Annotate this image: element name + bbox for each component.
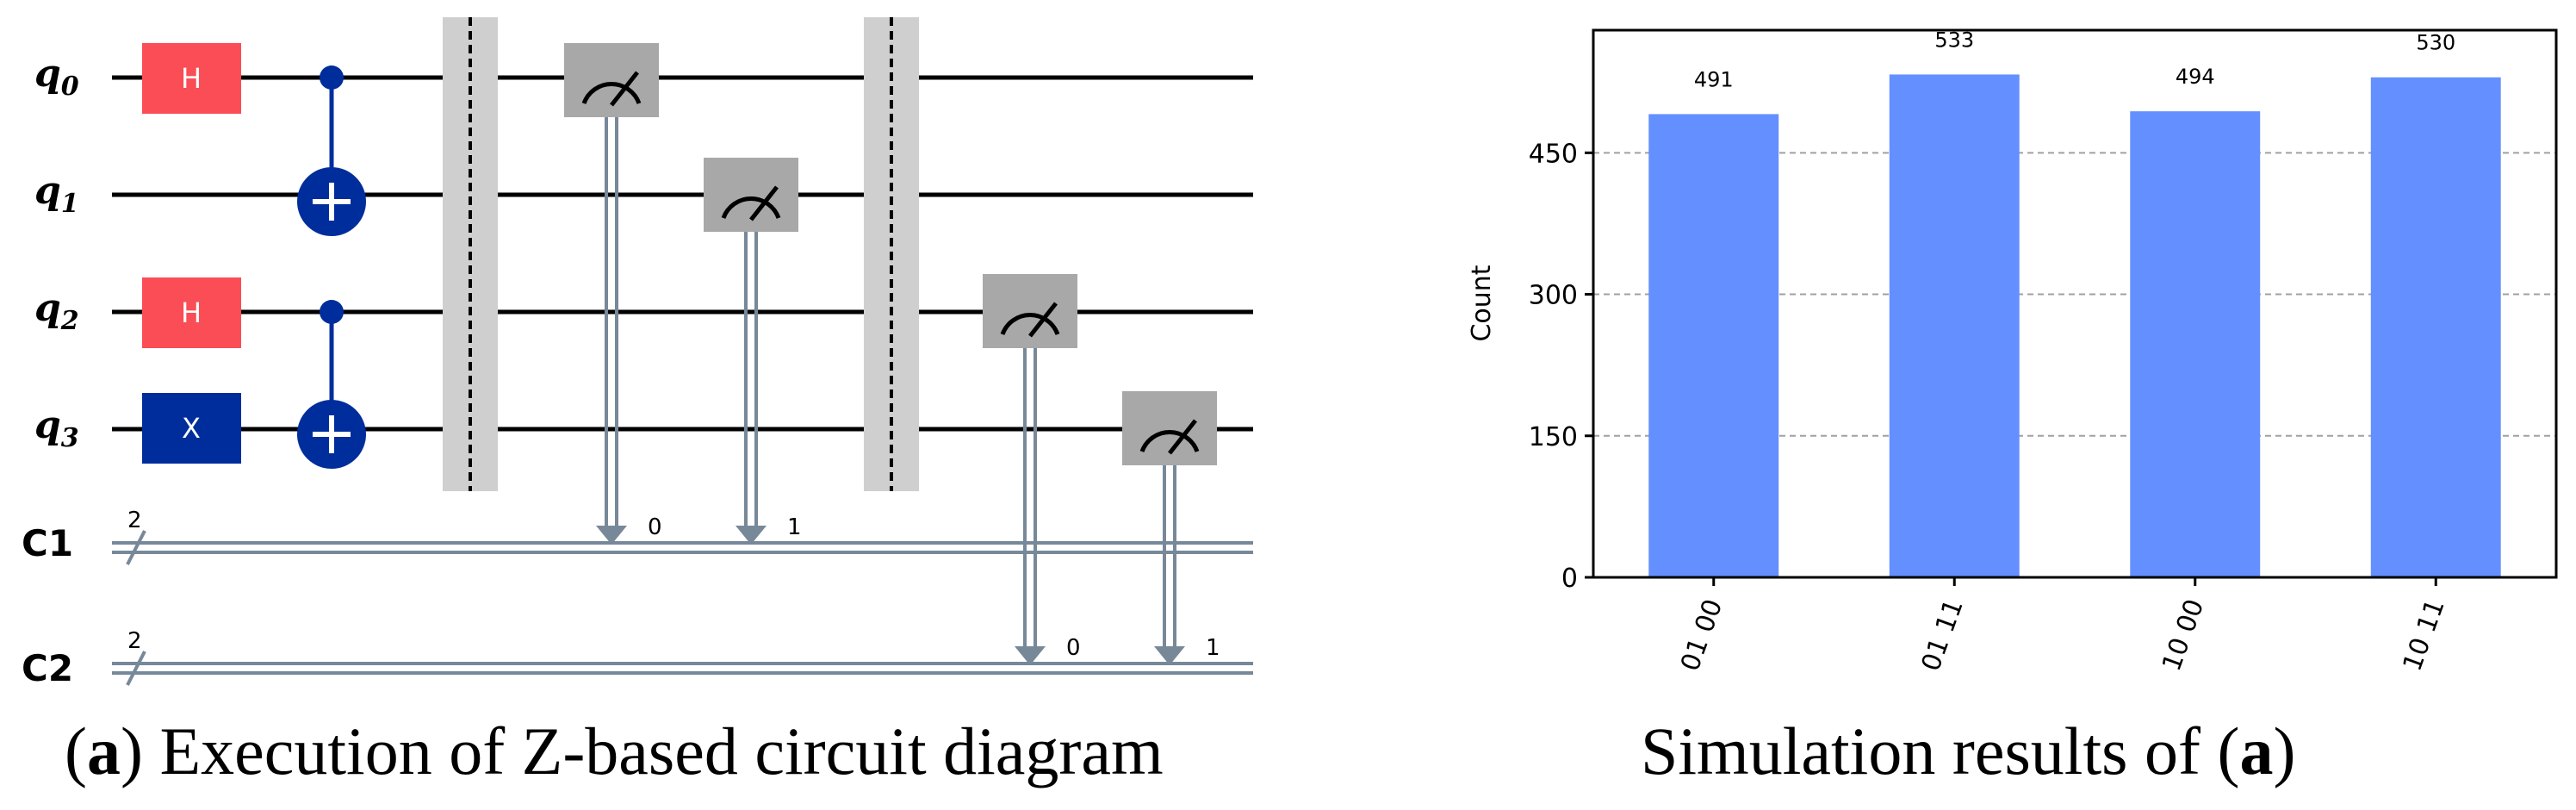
- caption-b: Simulation results of (a): [1641, 713, 2295, 788]
- qubit-label-q2: q2: [34, 286, 79, 336]
- x-tick-label: 01 11: [1916, 595, 1970, 676]
- x-tick-label: 10 11: [2398, 595, 2451, 676]
- control-dot: [320, 65, 344, 90]
- svg-text:X: X: [182, 412, 201, 445]
- qubit-label-q1: q1: [34, 169, 79, 219]
- bar: [2370, 77, 2501, 577]
- meter-icon: [581, 81, 642, 104]
- classical-wire-c2: 2: [112, 628, 1253, 686]
- measure-q1: 1: [704, 158, 802, 545]
- creg-size-c1: 2: [127, 508, 142, 533]
- bar: [2130, 111, 2261, 578]
- x-tick-label: 10 00: [2157, 595, 2210, 676]
- measure-q2: 0: [983, 274, 1081, 665]
- barrier-1: [443, 17, 498, 491]
- bars: 491 533 494 530: [1648, 28, 2501, 578]
- svg-text:H: H: [181, 62, 202, 95]
- histogram-chart: 491 533 494 530 0 150 300 450 01 00 01 11 10 00 10…: [1467, 28, 2558, 676]
- circuit-diagram: q0 q1 q2 q3 C1 C2 2 2 H: [22, 17, 1253, 689]
- barrier-2: [864, 17, 919, 491]
- measure-bit-q2: 0: [1066, 635, 1081, 661]
- creg-label-c2: C2: [22, 647, 73, 689]
- bar-value-label: 494: [2176, 65, 2215, 89]
- bar-value-label: 533: [1934, 28, 1974, 52]
- h-gate-q0: H: [142, 43, 241, 114]
- bar: [1889, 74, 2020, 577]
- qubit-label-q0: q0: [34, 52, 79, 102]
- y-tick-label: 150: [1529, 422, 1578, 452]
- control-dot: [320, 300, 344, 324]
- bus-slash-c1: [126, 530, 146, 565]
- meter-icon: [1139, 429, 1200, 452]
- creg-label-c1: C1: [22, 522, 73, 564]
- cnot-q0-q1: [297, 65, 366, 236]
- bar-value-label: 530: [2416, 31, 2455, 55]
- measure-bit-q3: 1: [1206, 635, 1220, 661]
- measure-bit-q1: 1: [787, 514, 802, 540]
- y-axis-label: Count: [1467, 265, 1497, 341]
- plot-frame: [1592, 28, 2558, 579]
- x-gate-q3: X: [142, 393, 241, 464]
- h-gate-q2: H: [142, 277, 241, 348]
- classical-wire-c1: 2: [112, 508, 1253, 565]
- qubit-label-q3: q3: [34, 403, 79, 453]
- cnot-q2-q3: [297, 300, 366, 469]
- x-tick-label: 01 00: [1675, 595, 1729, 676]
- bar-value-label: 491: [1694, 67, 1734, 91]
- y-tick-label: 300: [1529, 281, 1578, 311]
- bus-slash-c2: [126, 651, 146, 686]
- creg-size-c2: 2: [127, 628, 142, 654]
- bar: [1648, 114, 1779, 578]
- y-tick-label: 450: [1529, 139, 1578, 169]
- measure-q3: 1: [1122, 391, 1220, 665]
- meter-icon: [1000, 312, 1060, 335]
- measure-q0: 0: [564, 43, 662, 545]
- measure-bit-q0: 0: [648, 514, 662, 540]
- svg-text:H: H: [181, 296, 202, 329]
- y-tick-label: 0: [1561, 564, 1578, 594]
- caption-a: (a) Execution of Z-based circuit diagram: [65, 713, 1164, 788]
- meter-icon: [721, 196, 781, 219]
